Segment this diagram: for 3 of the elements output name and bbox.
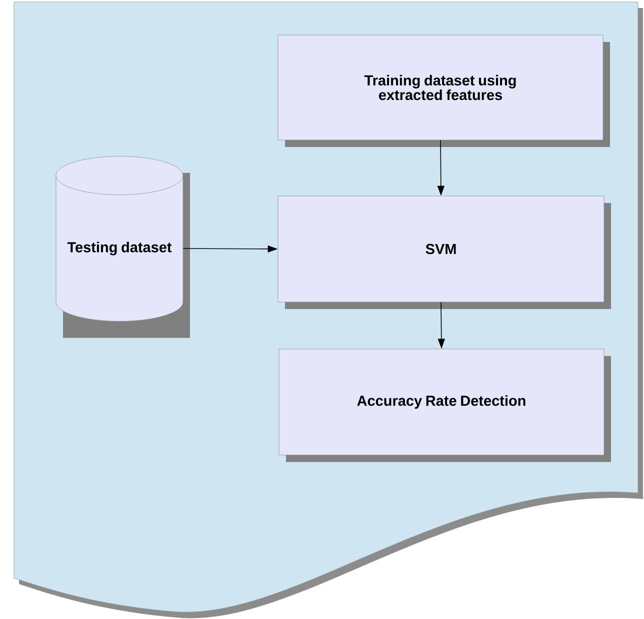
process-box: Accuracy Rate Detection bbox=[278, 348, 611, 462]
process-box: Training dataset using extracted features bbox=[278, 34, 610, 147]
process-box: SVM bbox=[278, 196, 611, 309]
